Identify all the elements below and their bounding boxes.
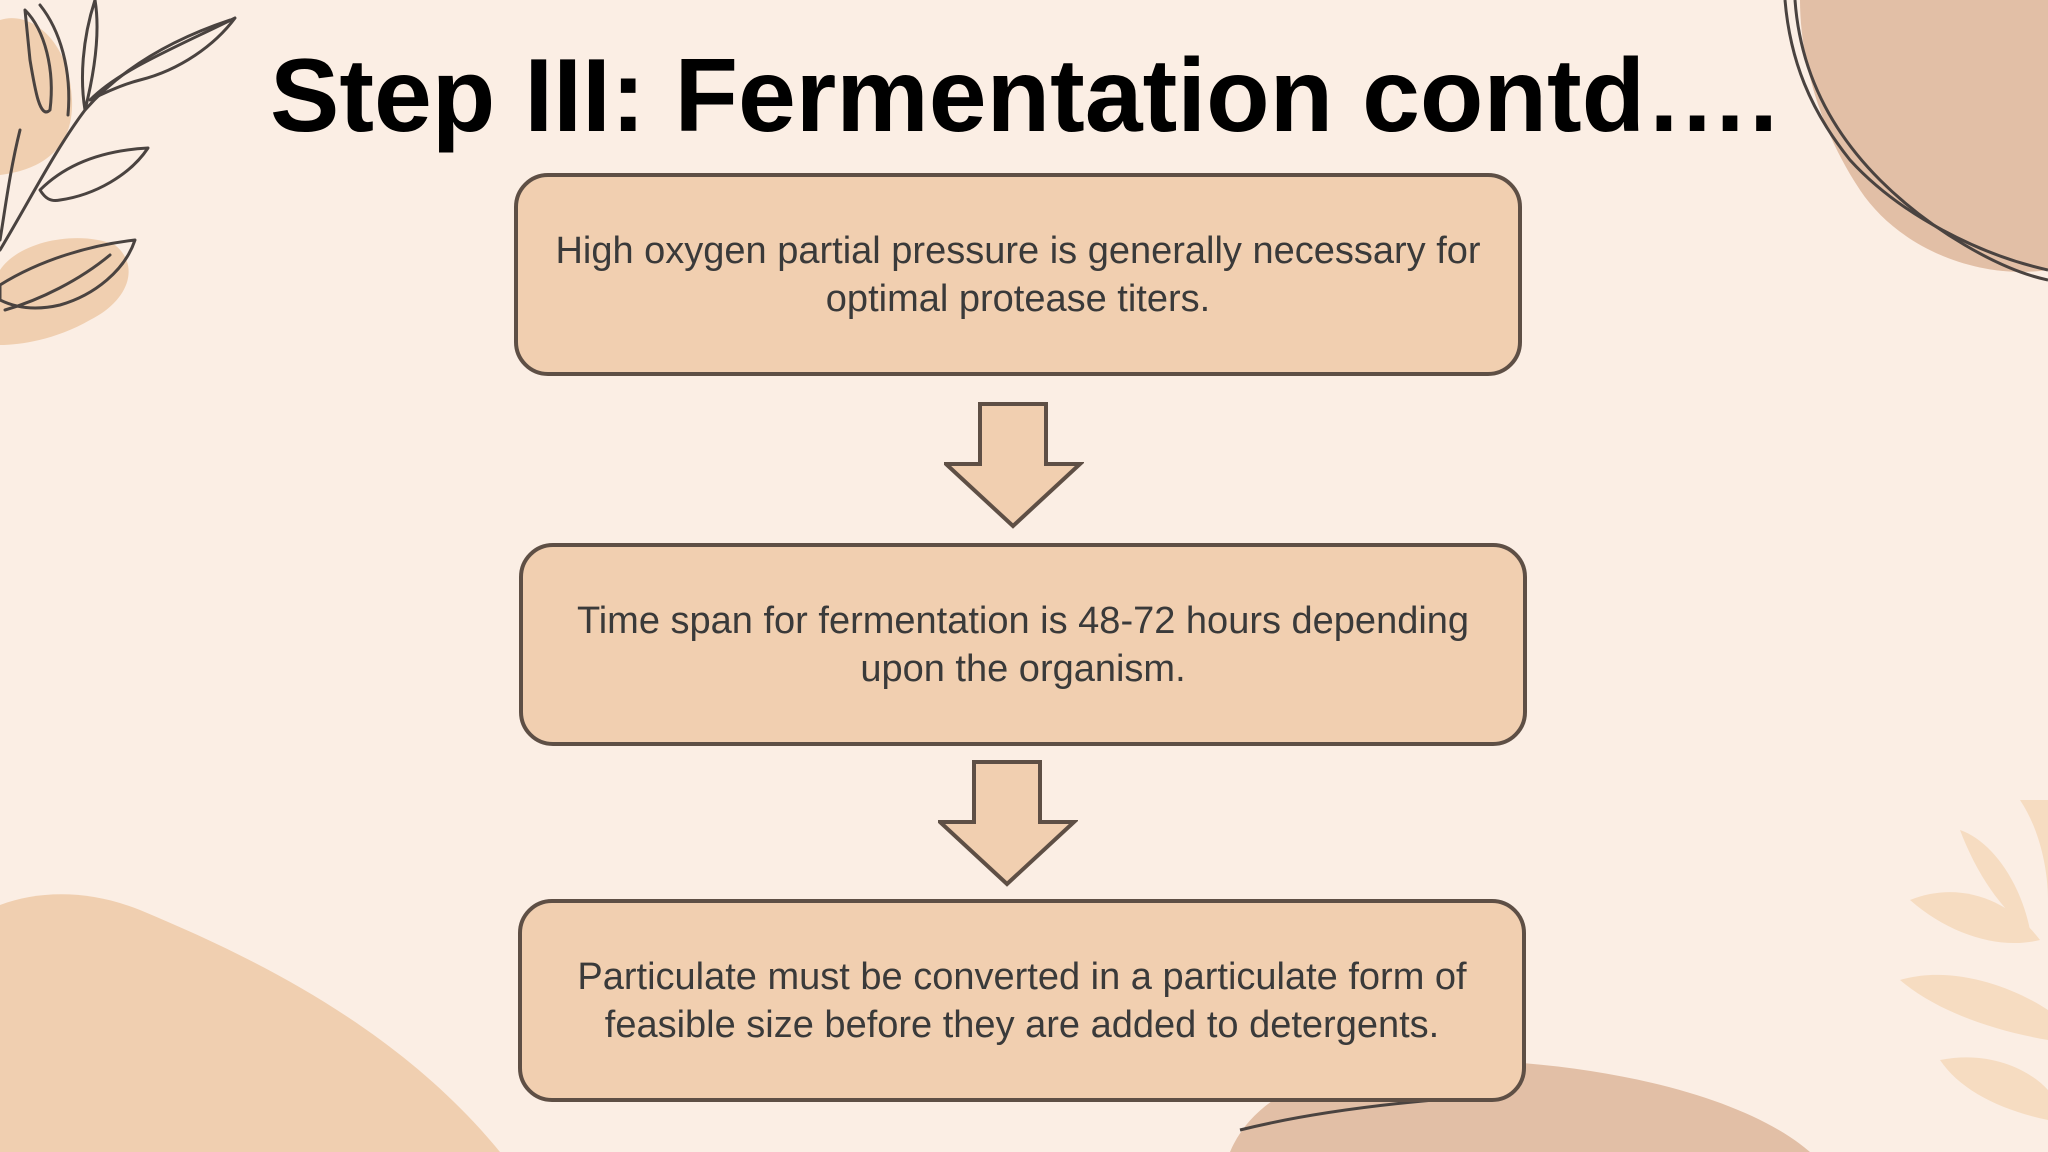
flow-step-3-text: Particulate must be converted in a parti… xyxy=(577,955,1467,1046)
flow-step-2-text: Time span for fermentation is 48-72 hour… xyxy=(576,599,1470,690)
flow-step-3: Particulate must be converted in a parti… xyxy=(518,899,1526,1102)
flow-step-1-text: High oxygen partial pressure is generall… xyxy=(555,229,1481,320)
bottom-left-blob xyxy=(0,894,500,1152)
down-arrow-icon xyxy=(938,760,1078,887)
slide-title: Step III: Fermentation contd…. xyxy=(269,38,1779,154)
leaf-icon xyxy=(1900,800,2048,1120)
down-arrow-icon xyxy=(944,402,1084,529)
blob-outline-icon xyxy=(1783,0,2048,282)
flow-step-2: Time span for fermentation is 48-72 hour… xyxy=(519,543,1527,746)
top-right-blob xyxy=(1800,0,2048,272)
leaf-branch-icon xyxy=(0,0,237,312)
flow-step-1: High oxygen partial pressure is generall… xyxy=(514,173,1522,376)
